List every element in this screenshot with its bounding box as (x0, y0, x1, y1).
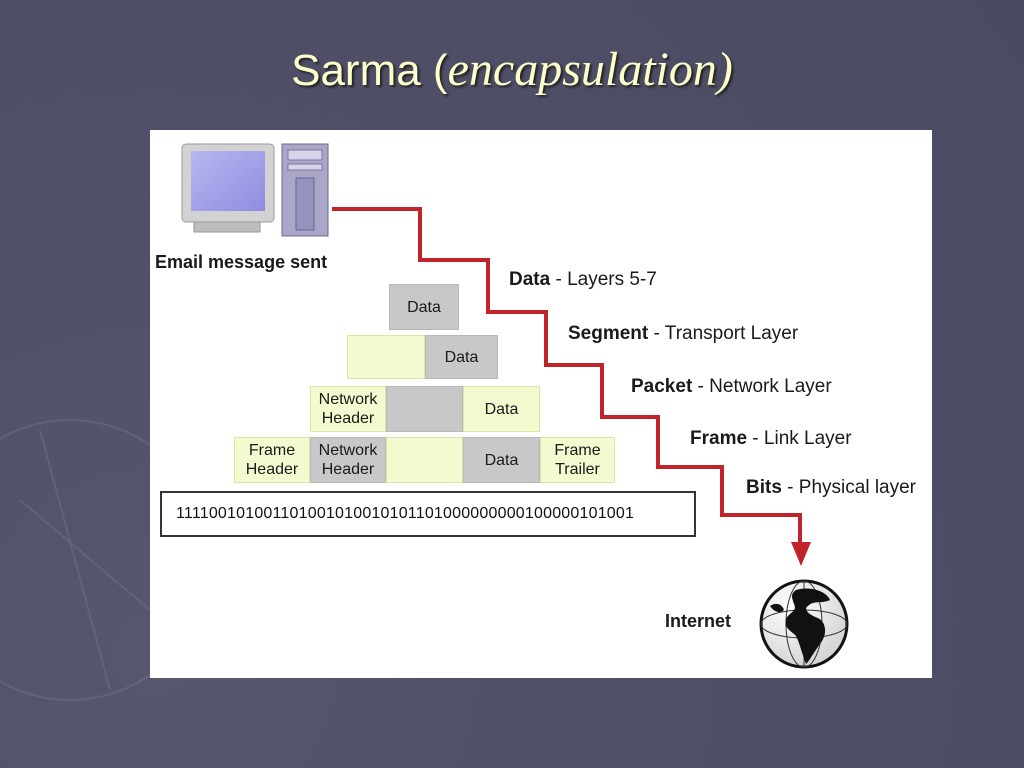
slide-title: Sarma (encapsulation) (0, 40, 1024, 101)
packet-data-box: Data (463, 386, 540, 432)
layer-label-frame: Frame - Link Layer (690, 428, 852, 449)
email-sent-label: Email message sent (155, 252, 328, 272)
frame-transport-header-box (386, 437, 463, 483)
data-box: Data (389, 284, 459, 330)
title-plain: Sarma ( (291, 46, 448, 95)
layer-label-data: Data - Layers 5-7 (509, 269, 657, 290)
globe-icon (759, 579, 849, 669)
bits-box: 1111001010011010010100101011010000000001… (160, 491, 696, 537)
layer-label-packet: Packet - Network Layer (631, 376, 832, 397)
layer-label-bits: Bits - Physical layer (746, 477, 917, 498)
arrow-down-icon (791, 542, 811, 566)
server-tower-icon (281, 143, 329, 237)
internet-label: Internet (665, 611, 732, 631)
frame-data-box: Data (463, 437, 540, 483)
computer-monitor-icon (181, 143, 275, 233)
packet-transport-header-box (386, 386, 463, 432)
title-italic: encapsulation) (447, 43, 733, 96)
transport-header-box (347, 335, 425, 379)
layer-label-segment: Segment - Transport Layer (568, 323, 799, 344)
segment-data-box: Data (425, 335, 498, 379)
